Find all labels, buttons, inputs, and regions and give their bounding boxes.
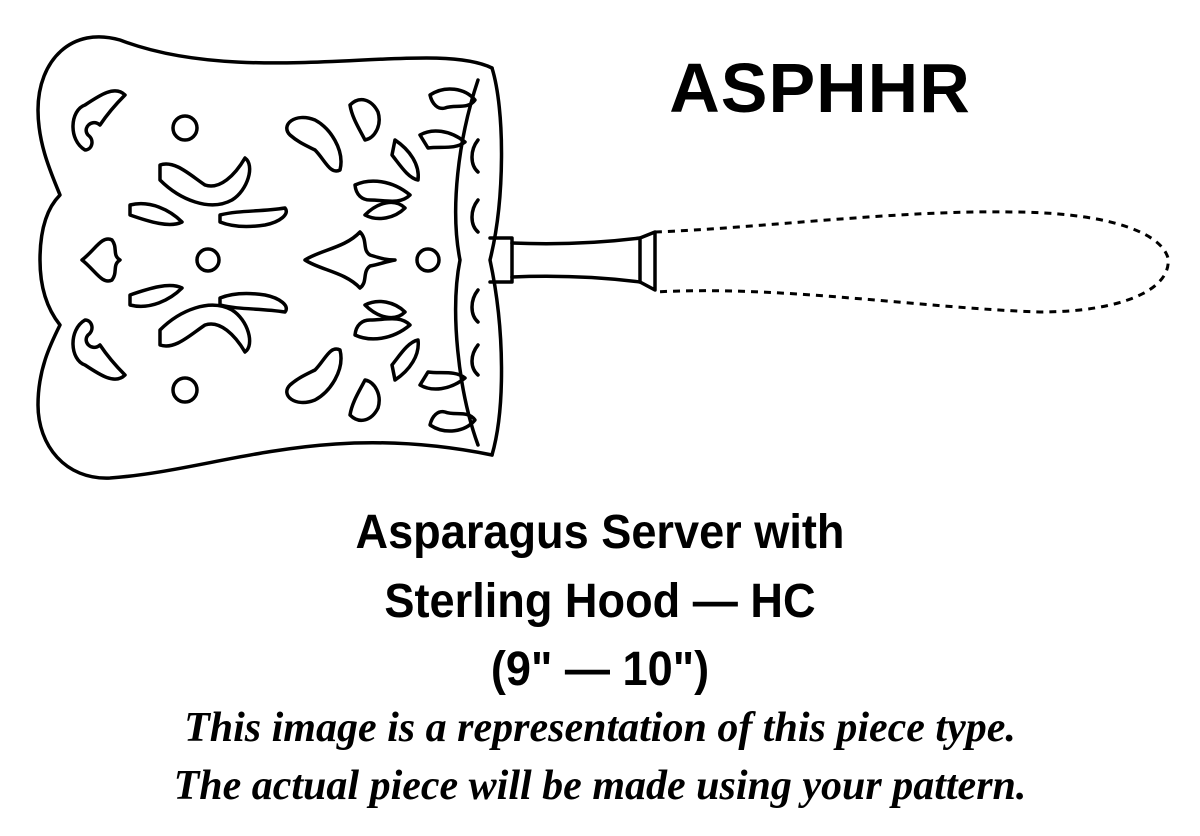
hood-slots bbox=[470, 138, 480, 377]
product-code: ASPHHR bbox=[669, 49, 971, 127]
asparagus-server-illustration bbox=[36, 35, 1170, 480]
handle-shaft bbox=[488, 230, 657, 292]
blade-outline bbox=[36, 35, 494, 480]
pierced-scrollwork bbox=[71, 87, 477, 433]
handle-outline-dashed bbox=[654, 210, 1170, 314]
hood-edge bbox=[488, 66, 504, 457]
hood-inner-edge bbox=[453, 78, 480, 447]
product-size-range: (9" — 10") bbox=[490, 643, 710, 696]
product-title-line-1: Asparagus Server with bbox=[355, 506, 845, 559]
disclaimer-line-2: The actual piece will be made using your… bbox=[173, 763, 1027, 809]
product-title-line-2: Sterling Hood — HC bbox=[384, 575, 816, 628]
disclaimer-line-1: This image is a representation of this p… bbox=[184, 705, 1016, 751]
